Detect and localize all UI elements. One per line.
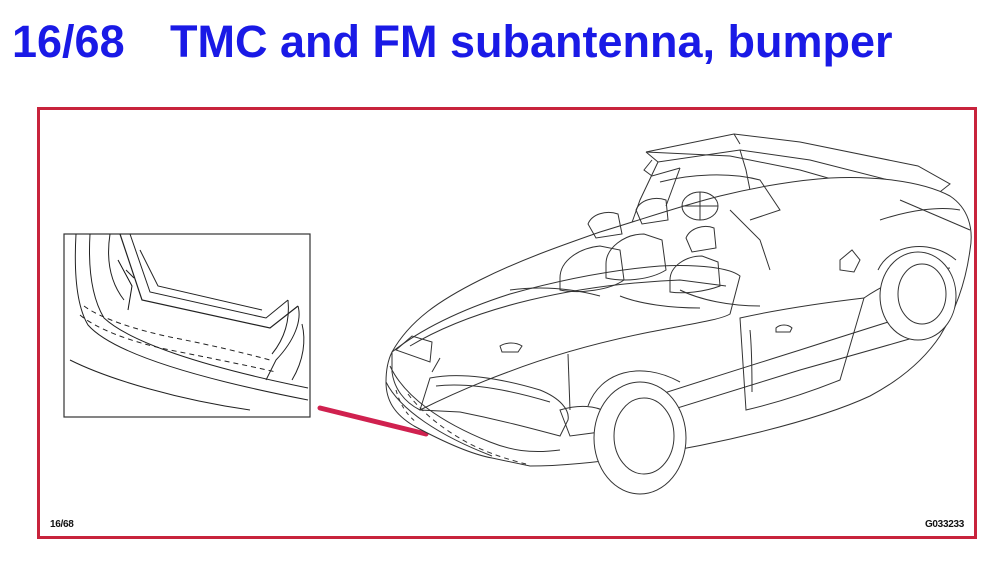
page-number: 16/68	[12, 16, 125, 67]
diagram-canvas	[63, 133, 972, 495]
figure-frame: 16/68 G033233	[37, 107, 977, 539]
pointer-line	[317, 405, 429, 437]
car-illustration	[385, 133, 972, 495]
title-text: TMC and FM subantenna, bumper	[170, 16, 893, 67]
figure-footer-page: 16/68	[50, 519, 74, 530]
page-title: 16/68 TMC and FM subantenna, bumper	[12, 14, 893, 70]
figure-id: G033233	[924, 519, 964, 530]
inset-detail-view	[63, 233, 311, 418]
